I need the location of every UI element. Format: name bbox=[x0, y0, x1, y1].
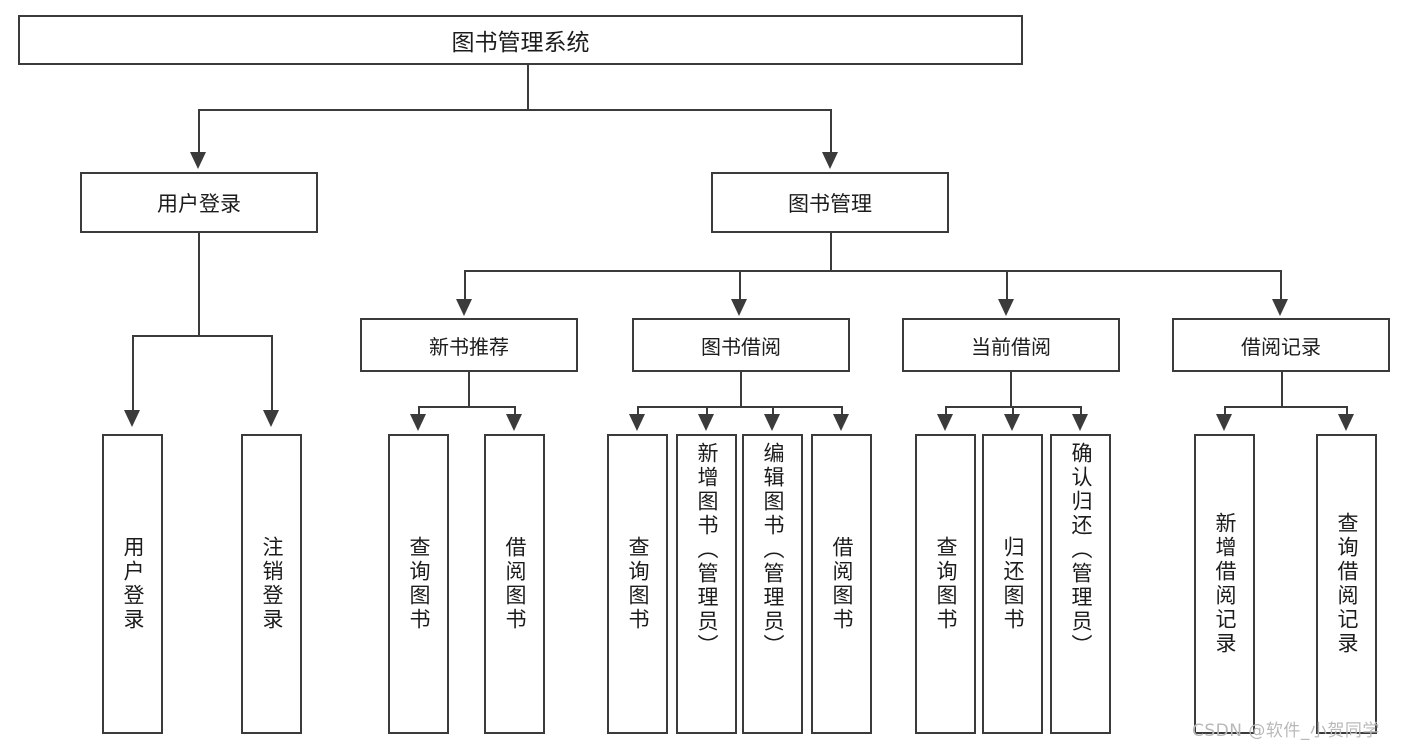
leaf-label: 借阅图书 bbox=[830, 536, 854, 632]
leaf-label: 查询图书 bbox=[626, 536, 650, 632]
arrowhead-bb-4 bbox=[833, 414, 849, 431]
node-label: 图书管理 bbox=[788, 191, 872, 216]
connector-book-borrow-bus bbox=[637, 406, 841, 408]
leaf-edit-book-admin[interactable]: 编辑图书（管理员） bbox=[742, 434, 803, 734]
leaf-borrow-book-bb[interactable]: 借阅图书 bbox=[811, 434, 872, 734]
arrowhead-book-management bbox=[822, 152, 838, 169]
connector-drop-login-2 bbox=[271, 335, 273, 411]
connector-borrow-record-bus bbox=[1224, 406, 1346, 408]
arrowhead-bb-3 bbox=[764, 414, 780, 431]
leaf-label: 查询借阅记录 bbox=[1335, 512, 1359, 656]
leaf-add-book-admin[interactable]: 新增图书（管理员） bbox=[676, 434, 737, 734]
leaf-label: 查询图书 bbox=[407, 536, 431, 632]
csdn-watermark: CSDN @软件_小贺同学 bbox=[1192, 721, 1380, 741]
connector-book-management-bus bbox=[464, 270, 1280, 272]
leaf-confirm-return-admin[interactable]: 确认归还（管理员） bbox=[1050, 434, 1111, 734]
connector-user-login-bus bbox=[132, 335, 272, 337]
connector-book-management-stem bbox=[830, 233, 832, 270]
connector-drop-new-book bbox=[464, 270, 466, 300]
arrowhead-book-borrow bbox=[731, 299, 747, 316]
arrowhead-new-book bbox=[456, 299, 472, 316]
leaf-query-book-cb[interactable]: 查询图书 bbox=[915, 434, 976, 734]
arrowhead-user-login bbox=[190, 152, 206, 169]
arrowhead-bb-1 bbox=[629, 414, 645, 431]
arrowhead-br-1 bbox=[1216, 414, 1232, 431]
connector-root-bus bbox=[198, 109, 830, 111]
node-current-borrow[interactable]: 当前借阅 bbox=[902, 318, 1120, 372]
node-label: 图书借阅 bbox=[701, 334, 781, 359]
arrowhead-nb-1 bbox=[410, 414, 426, 431]
leaf-label: 编辑图书（管理员） bbox=[761, 442, 785, 658]
node-label: 当前借阅 bbox=[971, 334, 1051, 359]
arrowhead-login-2 bbox=[263, 410, 279, 427]
leaf-return-book[interactable]: 归还图书 bbox=[982, 434, 1043, 734]
connector-new-book-bus bbox=[418, 406, 514, 408]
leaf-label: 新增借阅记录 bbox=[1213, 512, 1237, 656]
connector-new-book-stem bbox=[468, 372, 470, 406]
arrowhead-current-borrow bbox=[998, 299, 1014, 316]
connector-drop-current-borrow bbox=[1006, 270, 1008, 300]
leaf-logout[interactable]: 注销登录 bbox=[241, 434, 302, 734]
leaf-label: 借阅图书 bbox=[503, 536, 527, 632]
leaf-label: 确认归还（管理员） bbox=[1069, 442, 1093, 658]
arrowhead-bb-2 bbox=[698, 414, 714, 431]
leaf-borrow-book-nb[interactable]: 借阅图书 bbox=[484, 434, 545, 734]
node-label: 借阅记录 bbox=[1241, 334, 1321, 359]
leaf-query-book-bb[interactable]: 查询图书 bbox=[607, 434, 668, 734]
leaf-label: 用户登录 bbox=[121, 536, 145, 632]
arrowhead-borrow-record bbox=[1272, 299, 1288, 316]
node-book-management[interactable]: 图书管理 bbox=[711, 172, 949, 233]
arrowhead-login-1 bbox=[124, 410, 140, 427]
connector-current-borrow-stem bbox=[1010, 372, 1012, 406]
leaf-add-borrow-record[interactable]: 新增借阅记录 bbox=[1194, 434, 1255, 734]
leaf-user-login[interactable]: 用户登录 bbox=[102, 434, 163, 734]
leaf-label: 查询图书 bbox=[934, 536, 958, 632]
connector-root-stem bbox=[527, 65, 529, 109]
node-root-book-management-system[interactable]: 图书管理系统 bbox=[18, 15, 1023, 65]
arrowhead-br-2 bbox=[1338, 414, 1354, 431]
node-label: 图书管理系统 bbox=[451, 30, 590, 56]
connector-borrow-record-stem bbox=[1281, 372, 1283, 406]
connector-drop-borrow-record bbox=[1280, 270, 1282, 300]
leaf-query-borrow-record[interactable]: 查询借阅记录 bbox=[1316, 434, 1377, 734]
leaf-label: 新增图书（管理员） bbox=[695, 442, 719, 658]
node-borrow-record[interactable]: 借阅记录 bbox=[1172, 318, 1390, 372]
arrowhead-cb-3 bbox=[1072, 414, 1088, 431]
connector-user-login-stem bbox=[198, 233, 200, 335]
node-label: 新书推荐 bbox=[429, 334, 509, 359]
connector-drop-book-management bbox=[830, 109, 832, 153]
node-new-book-recommend[interactable]: 新书推荐 bbox=[360, 318, 578, 372]
leaf-query-book-nb[interactable]: 查询图书 bbox=[388, 434, 449, 734]
leaf-label: 注销登录 bbox=[260, 536, 284, 632]
connector-book-borrow-stem bbox=[740, 372, 742, 406]
node-label: 用户登录 bbox=[157, 191, 241, 216]
node-user-login[interactable]: 用户登录 bbox=[80, 172, 318, 233]
arrowhead-cb-1 bbox=[937, 414, 953, 431]
leaf-label: 归还图书 bbox=[1001, 536, 1025, 632]
node-book-borrow[interactable]: 图书借阅 bbox=[632, 318, 850, 372]
arrowhead-nb-2 bbox=[506, 414, 522, 431]
arrowhead-cb-2 bbox=[1004, 414, 1020, 431]
connector-drop-user-login bbox=[198, 109, 200, 153]
connector-drop-book-borrow bbox=[739, 270, 741, 300]
connector-drop-login-1 bbox=[132, 335, 134, 411]
